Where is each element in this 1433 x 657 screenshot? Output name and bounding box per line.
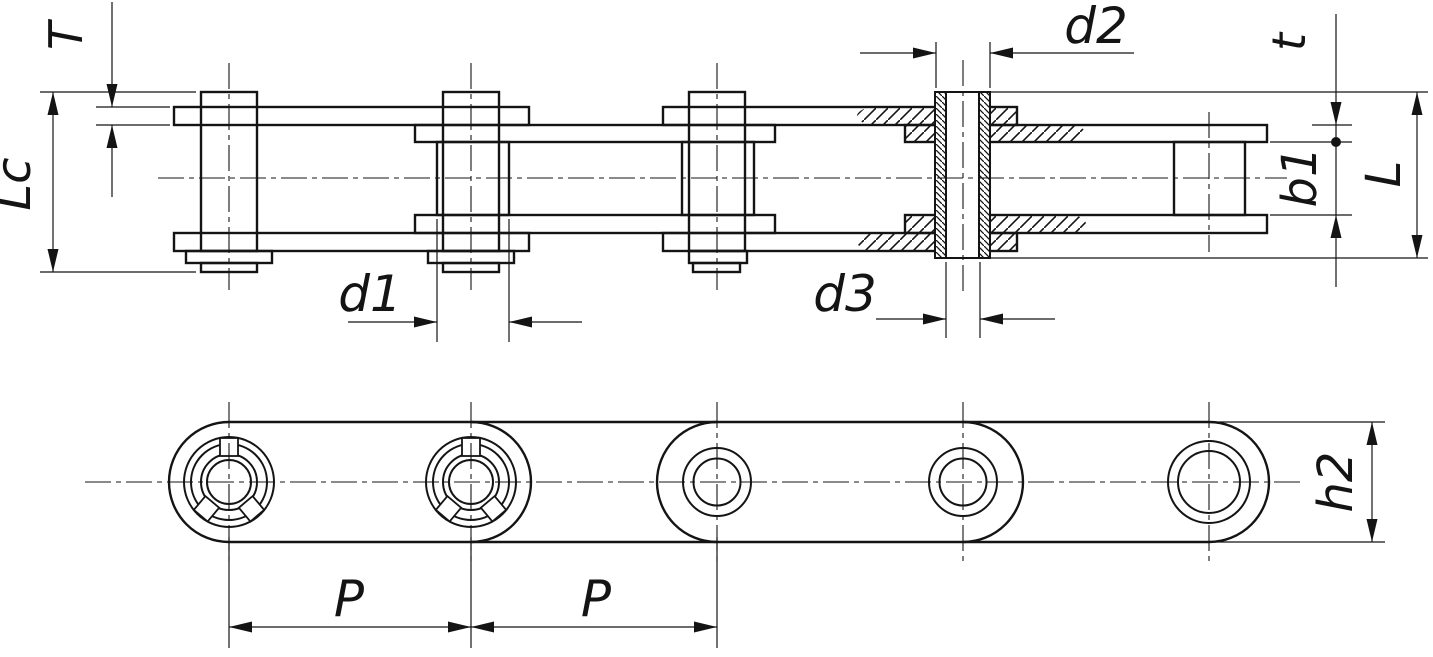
dimension-P (228, 537, 718, 648)
top-view-centerlines (158, 60, 1287, 292)
bottom-view-centerlines (85, 402, 1300, 563)
link-plates (172, 105, 1269, 253)
dimension-d3 (876, 262, 1055, 338)
label-Lc: Lc (0, 157, 42, 210)
label-d1: d1 (338, 265, 402, 323)
label-h2: h2 (1308, 452, 1364, 513)
plate-section-hatching (857, 107, 1086, 251)
dimension-d1 (348, 219, 582, 342)
dimension-L (1411, 92, 1423, 258)
dimension-Lc (40, 91, 196, 273)
label-L: L (1356, 161, 1412, 188)
label-P2: P (581, 570, 612, 628)
label-d3: d3 (813, 265, 877, 323)
pin-3 (687, 90, 749, 274)
top-view-plan (40, 2, 1428, 342)
label-d2: d2 (1064, 0, 1128, 55)
dimension-h2 (1366, 422, 1378, 542)
dimension-T (96, 2, 170, 197)
dimension-labels: T Lc d1 d3 d2 t b1 L P P h2 (0, 0, 1412, 628)
label-b1: b1 (1272, 146, 1328, 207)
label-t: t (1262, 31, 1316, 51)
label-T: T (39, 18, 93, 50)
label-P1: P (334, 570, 365, 628)
dimension-d2 (860, 42, 1134, 88)
bottom-view-elevation (85, 402, 1385, 648)
dimension-t-b1 (1270, 14, 1352, 287)
bushing-reference-lines (990, 91, 1428, 259)
